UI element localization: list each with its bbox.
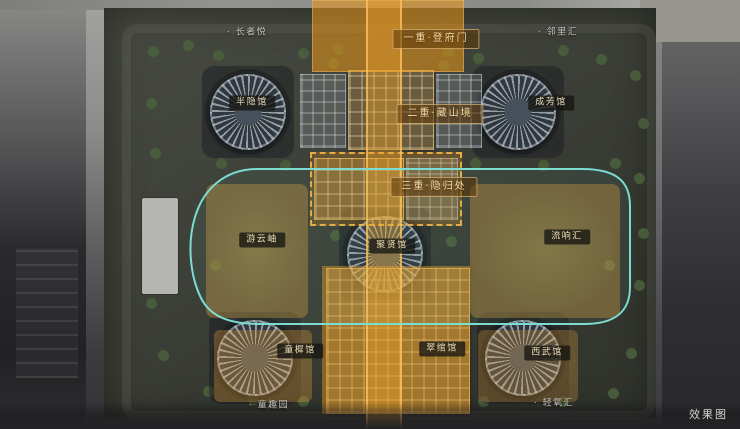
south-east-overlay <box>478 330 578 402</box>
tower-building <box>480 74 556 150</box>
building-label: 童樨馆 <box>277 343 323 359</box>
bottom-shadow <box>0 402 740 429</box>
tree-dots <box>0 0 7 7</box>
parking-lot <box>16 248 78 378</box>
road-left <box>86 0 108 429</box>
building-label: 流响汇 <box>544 229 590 245</box>
garden-overlay-left <box>206 184 308 318</box>
watermark-text: 效果图 <box>689 408 728 421</box>
plaza-top-right <box>640 0 740 42</box>
amenity-label-bottom-right: · 轻氧汇 <box>533 398 575 409</box>
garden-overlay-right <box>470 184 620 318</box>
south-west-overlay <box>214 330 312 402</box>
amenity-label-top-right: · 邻里汇 <box>537 27 579 38</box>
building-label: 西武馆 <box>524 345 570 361</box>
building-label: 游云岫 <box>239 232 285 248</box>
courtyard-building <box>300 74 346 148</box>
axis-zone-label: 三重·隐归处 <box>390 177 478 197</box>
context-block-left <box>0 0 92 429</box>
side-building <box>142 198 178 294</box>
central-axis-overlay <box>366 0 402 429</box>
building-label: 翠绾馆 <box>419 341 465 357</box>
axis-zone-label: 一重·登府门 <box>392 29 480 49</box>
axis-zone-label: 二重·藏山境 <box>396 104 484 124</box>
amenity-label-top-left: · 长者悦 <box>226 27 268 38</box>
tower-building <box>210 74 286 150</box>
building-label: 聚贤馆 <box>369 238 415 254</box>
context-block-right <box>652 0 740 429</box>
axis-building <box>348 70 434 150</box>
building-label: 半隐馆 <box>229 95 275 111</box>
amenity-label-bottom-left: · 童趣园 <box>248 400 290 411</box>
building-label: 成芳馆 <box>528 95 574 111</box>
